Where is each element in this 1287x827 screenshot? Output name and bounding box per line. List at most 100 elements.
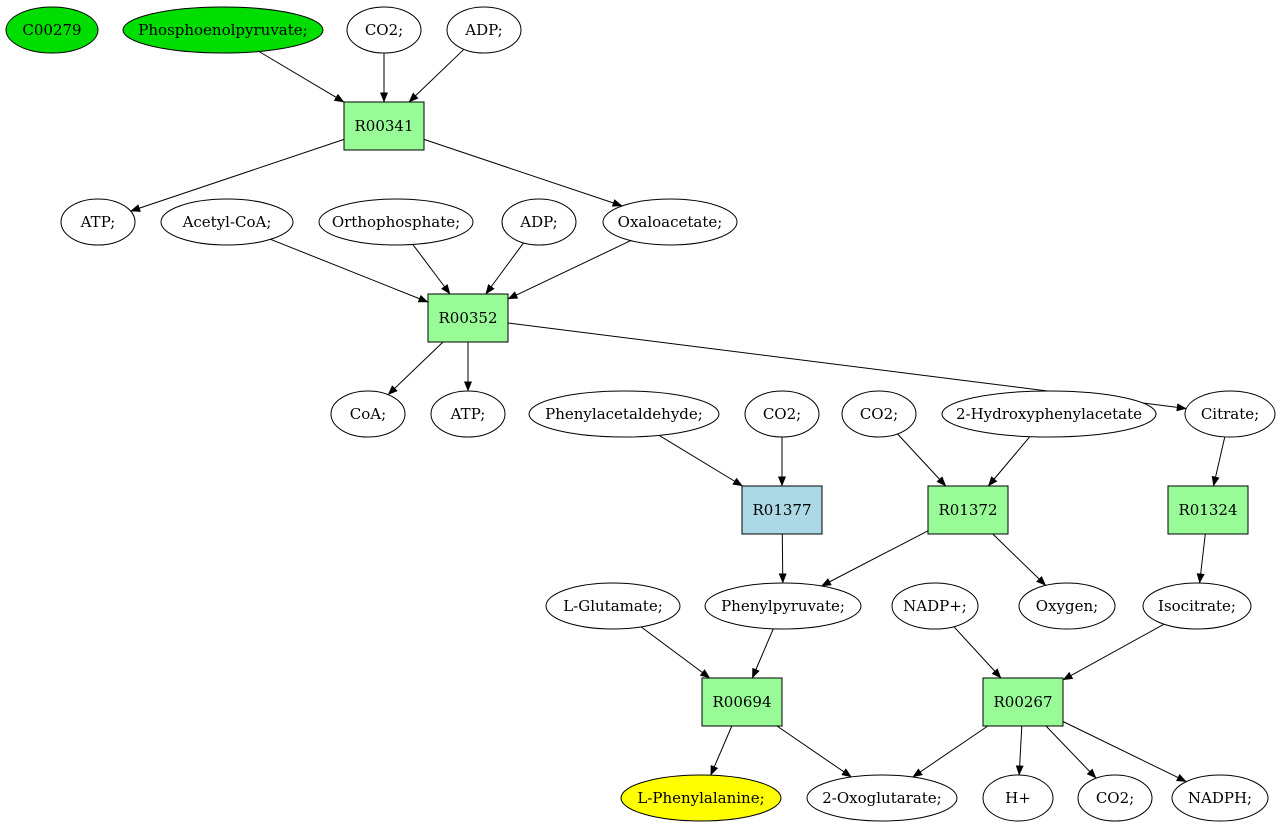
edge-oxaloacetate-to-r00352 — [507, 240, 632, 300]
node-label-c00279: C00279 — [22, 21, 81, 39]
compound-node-hydroxyphenylacetate[interactable]: 2-Hydroxyphenylacetate — [941, 390, 1157, 438]
compound-node-hplus[interactable]: H+ — [982, 774, 1054, 822]
compound-node-lphenylalanine[interactable]: L-Phenylalanine; — [620, 774, 782, 822]
node-label-r00352: R00352 — [438, 309, 497, 327]
edge-isocitrate-to-r00267 — [1062, 623, 1165, 681]
edge-phenylpyruvate-to-r00694 — [751, 628, 774, 679]
compound-node-co2_b[interactable]: CO2; — [744, 390, 820, 438]
node-label-co2: CO2; — [1096, 789, 1134, 807]
compound-node-oxygen[interactable]: Oxygen; — [1018, 582, 1116, 630]
node-label-r00267: R00267 — [993, 693, 1052, 711]
compound-ellipse — [160, 198, 294, 246]
node-label-atp: ATP; — [450, 405, 486, 423]
node-label-r01324: R01324 — [1178, 501, 1237, 519]
compound-ellipse — [806, 774, 958, 822]
compound-ellipse — [704, 582, 862, 630]
reaction-node-r00267[interactable]: R00267 — [982, 677, 1064, 727]
node-label-r01372: R01372 — [938, 501, 997, 519]
nodes-layer: C00279 Phosphoenolpyruvate; CO2; ADP; R00341… — [5, 6, 1276, 822]
reaction-node-r01372[interactable]: R01372 — [927, 485, 1009, 535]
node-label-r01377: R01377 — [752, 501, 811, 519]
reaction-box — [1167, 485, 1249, 535]
edge-acetylcoa-to-r00352 — [270, 238, 429, 303]
compound-ellipse — [620, 774, 782, 822]
compound-ellipse — [744, 390, 820, 438]
edges-layer — [130, 48, 1226, 783]
compound-node-co2_a[interactable]: CO2; — [346, 6, 422, 54]
compound-node-orthophosphate[interactable]: Orthophosphate; — [318, 198, 474, 246]
compound-ellipse — [941, 390, 1157, 438]
compound-ellipse — [446, 6, 522, 54]
compound-node-atp_a[interactable]: ATP; — [60, 198, 136, 246]
node-label-l-glutamate: L-Glutamate; — [563, 597, 663, 615]
node-label-nadph: NADPH; — [1188, 789, 1252, 807]
edge-r00267-to-oxoglutarate — [912, 725, 989, 778]
compound-node-co2_c[interactable]: CO2; — [841, 390, 917, 438]
compound-node-oxaloacetate[interactable]: Oxaloacetate; — [602, 198, 738, 246]
edge-citrate-to-r01324 — [1211, 436, 1226, 487]
node-label-coa: CoA; — [350, 405, 386, 423]
node-label-acetyl-coa: Acetyl-CoA; — [182, 213, 272, 231]
node-label-phosphoenolpyruvate: Phosphoenolpyruvate; — [138, 21, 307, 39]
reaction-node-r00341[interactable]: R00341 — [343, 101, 425, 151]
edge-pep-to-r00341 — [258, 51, 345, 103]
compound-node-phenylpyruvate[interactable]: Phenylpyruvate; — [704, 582, 862, 630]
compound-ellipse — [1171, 774, 1269, 822]
edge-adp_a-to-r00341 — [408, 48, 465, 103]
reaction-node-r00352[interactable]: R00352 — [427, 293, 509, 343]
compound-ellipse — [1142, 582, 1252, 630]
compound-node-pep[interactable]: Phosphoenolpyruvate; — [122, 6, 324, 54]
compound-node-atp_b[interactable]: ATP; — [430, 390, 506, 438]
compound-node-co2_d[interactable]: CO2; — [1077, 774, 1153, 822]
compound-ellipse — [60, 198, 136, 246]
node-label-r00341: R00341 — [354, 117, 413, 135]
node-label-r00694: R00694 — [712, 693, 771, 711]
edge-r01324-to-isocitrate — [1196, 533, 1206, 584]
edge-r01372-to-oxygen — [992, 533, 1047, 586]
node-label-phenylacetaldehyde: Phenylacetaldehyde; — [545, 405, 703, 423]
node-label-nadp: NADP+; — [903, 597, 967, 615]
node-label-h: H+ — [1005, 789, 1031, 807]
node-label-adp: ADP; — [464, 21, 502, 39]
reaction-node-r00694[interactable]: R00694 — [701, 677, 783, 727]
edge-nadpplus-to-r00267 — [953, 626, 1002, 679]
node-label-atp: ATP; — [80, 213, 116, 231]
compound-node-citrate[interactable]: Citrate; — [1184, 390, 1276, 438]
reaction-box — [927, 485, 1009, 535]
compound-node-phenylacetaldehyde[interactable]: Phenylacetaldehyde; — [528, 390, 720, 438]
edge-r00267-to-nadph — [1062, 721, 1187, 783]
reaction-box — [427, 293, 509, 343]
edge-lglutamate-to-r00694 — [640, 626, 711, 679]
edge-orthophosphate-to-r00352 — [412, 244, 451, 295]
compound-ellipse — [318, 198, 474, 246]
node-label-citrate: Citrate; — [1201, 405, 1259, 423]
compound-node-nadph[interactable]: NADPH; — [1171, 774, 1269, 822]
compound-node-isocitrate[interactable]: Isocitrate; — [1142, 582, 1252, 630]
node-label-co2: CO2; — [763, 405, 801, 423]
compound-node-oxoglutarate[interactable]: 2-Oxoglutarate; — [806, 774, 958, 822]
edge-r00694-to-lphenylalanine — [710, 725, 733, 776]
reaction-box — [343, 101, 425, 151]
reaction-node-r01377[interactable]: R01377 — [741, 485, 823, 535]
compound-node-nadpplus[interactable]: NADP+; — [891, 582, 979, 630]
edge-co2_c-to-r01372 — [897, 433, 947, 487]
compound-node-acetylcoa[interactable]: Acetyl-CoA; — [160, 198, 294, 246]
edge-r00267-to-hplus — [1015, 725, 1024, 776]
node-label-co2: CO2; — [860, 405, 898, 423]
compound-node-lglutamate[interactable]: L-Glutamate; — [545, 582, 681, 630]
edge-r00341-to-oxaloacetate — [423, 138, 623, 207]
compound-ellipse — [346, 6, 422, 54]
compound-node-adp_a[interactable]: ADP; — [446, 6, 522, 54]
compound-node-coa[interactable]: CoA; — [330, 390, 406, 438]
compound-ellipse — [1184, 390, 1276, 438]
compound-ellipse — [545, 582, 681, 630]
reaction-node-r01324[interactable]: R01324 — [1167, 485, 1249, 535]
edge-adp_b-to-r00352 — [485, 242, 524, 295]
edge-r01377-to-phenylpyruvate — [778, 533, 787, 584]
compound-node-c00279[interactable]: C00279 — [5, 6, 99, 54]
edge-r00694-to-oxoglutarate — [776, 725, 852, 778]
edge-phenylacetaldehyde-to-r01377 — [658, 434, 743, 487]
compound-node-adp_b[interactable]: ADP; — [501, 198, 577, 246]
reaction-box — [701, 677, 783, 727]
compound-ellipse — [501, 198, 577, 246]
